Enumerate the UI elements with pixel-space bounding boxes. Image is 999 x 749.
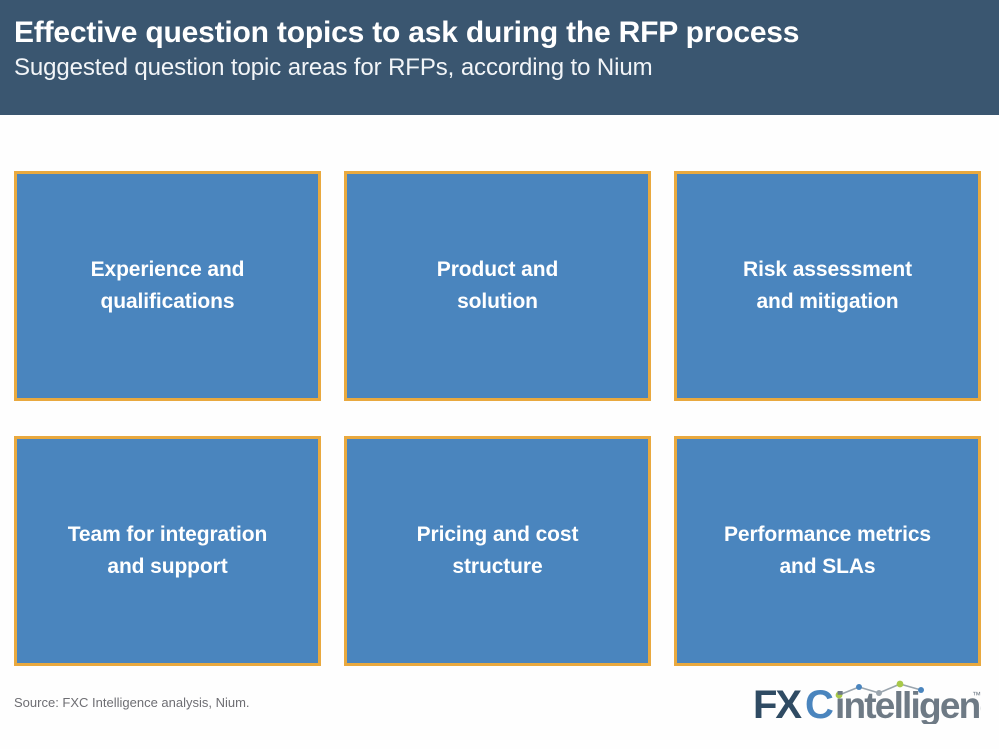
topic-grid: Experience and qualifications Product an… [14,171,981,666]
topic-box-performance-metrics-and-slas[interactable]: Performance metrics and SLAs [674,436,981,666]
topic-box-product-and-solution[interactable]: Product and solution [344,171,651,401]
page-subtitle: Suggested question topic areas for RFPs,… [14,54,653,81]
topic-label: Risk assessment and mitigation [743,258,912,313]
logo-chart-dot-5 [918,687,924,693]
topic-box-pricing-and-cost-structure[interactable]: Pricing and cost structure [344,436,651,666]
logo-trademark-symbol: ™ [972,690,981,700]
header-band: Effective question topics to ask during … [0,0,999,115]
topic-label: Team for integration and support [67,523,268,578]
logo-text-c: C [805,683,833,724]
topic-box-risk-assessment-and-mitigation[interactable]: Risk assessment and mitigation [674,171,981,401]
topic-box-experience-and-qualifications[interactable]: Experience and qualifications [14,171,321,401]
topic-box-team-for-integration-and-support[interactable]: Team for integration and support [14,436,321,666]
topic-label: Performance metrics and SLAs [723,523,932,578]
topic-label: Pricing and cost structure [416,523,579,578]
fxcintelligence-logo: FX C intelligence ™ [753,678,981,724]
footer: Source: FXC Intelligence analysis, Nium.… [0,666,999,749]
topic-label: Experience and qualifications [90,258,245,313]
logo-text-fx: FX [753,683,802,724]
logo-text-intelligence: intelligence [835,685,981,724]
source-note: Source: FXC Intelligence analysis, Nium. [14,695,250,710]
topic-label: Product and solution [436,258,559,313]
logo-chart-dot-3 [876,690,882,696]
logo-artwork: FX C intelligence ™ [753,680,981,724]
page-title: Effective question topics to ask during … [14,16,800,49]
logo-chart-dot-1 [835,691,843,699]
logo-chart-dot-4 [896,680,904,688]
logo-chart-dot-2 [856,684,862,690]
